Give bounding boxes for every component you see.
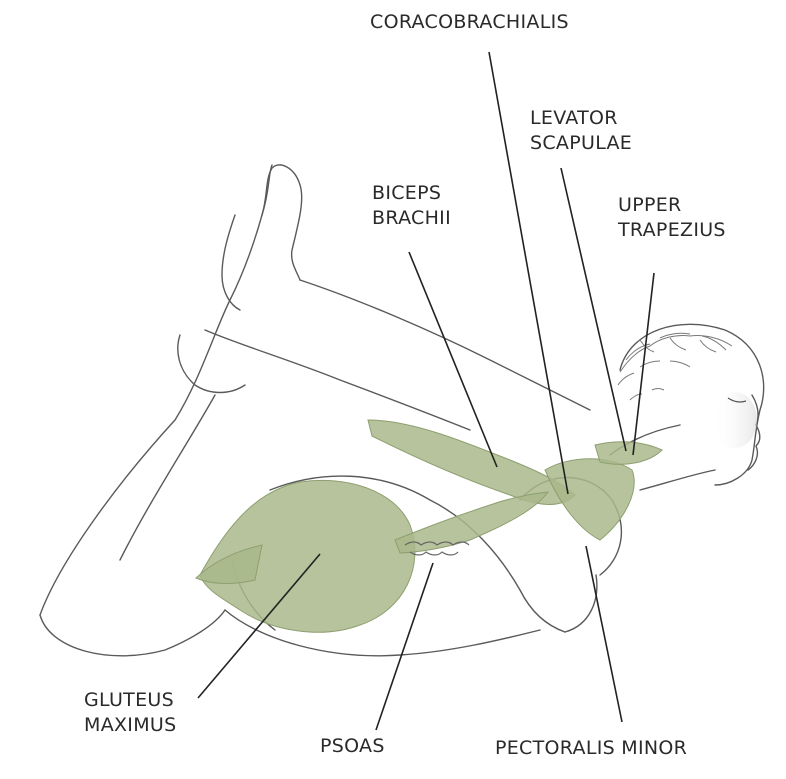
label-line: BRACHII [372, 206, 451, 231]
label-line: LEVATOR [530, 106, 632, 131]
label-line: TRAPEZIUS [618, 218, 726, 243]
torso-outline [565, 575, 597, 632]
biceps-brachii-muscle [368, 420, 575, 504]
label-pectoralis-minor: PECTORALIS MINOR [495, 736, 687, 761]
face-shading [713, 392, 757, 448]
label-line: MAXIMUS [84, 713, 176, 738]
upper-trapezius-muscle [595, 442, 662, 465]
label-line: UPPER [618, 193, 726, 218]
leader-upper-trapezius [633, 273, 654, 455]
neck-outline [640, 470, 715, 490]
leg-outline [120, 395, 215, 560]
leader-levator-scapulae [561, 168, 626, 451]
foot-outline [222, 215, 240, 310]
label-psoas: PSOAS [320, 734, 385, 759]
leg-outline [40, 610, 225, 656]
label-line: CORACOBRACHIALIS [370, 10, 569, 35]
label-levator-scapulae: LEVATOR SCAPULAE [530, 106, 632, 156]
label-biceps-brachii: BICEPS BRACHII [372, 181, 451, 231]
muscles [196, 420, 662, 632]
arm-outline [205, 330, 470, 430]
label-upper-trapezius: UPPER TRAPEZIUS [618, 193, 726, 243]
psoas-muscle [395, 492, 548, 553]
label-line: PSOAS [320, 734, 385, 759]
label-line: SCAPULAE [530, 131, 632, 156]
label-coracobrachialis: CORACOBRACHIALIS [370, 10, 569, 35]
label-line: BICEPS [372, 181, 451, 206]
foot-outline [262, 165, 302, 280]
label-gluteus-maximus: GLUTEUS MAXIMUS [84, 688, 176, 738]
label-line: GLUTEUS [84, 688, 176, 713]
arm-outline [300, 280, 590, 410]
label-line: PECTORALIS MINOR [495, 736, 687, 761]
